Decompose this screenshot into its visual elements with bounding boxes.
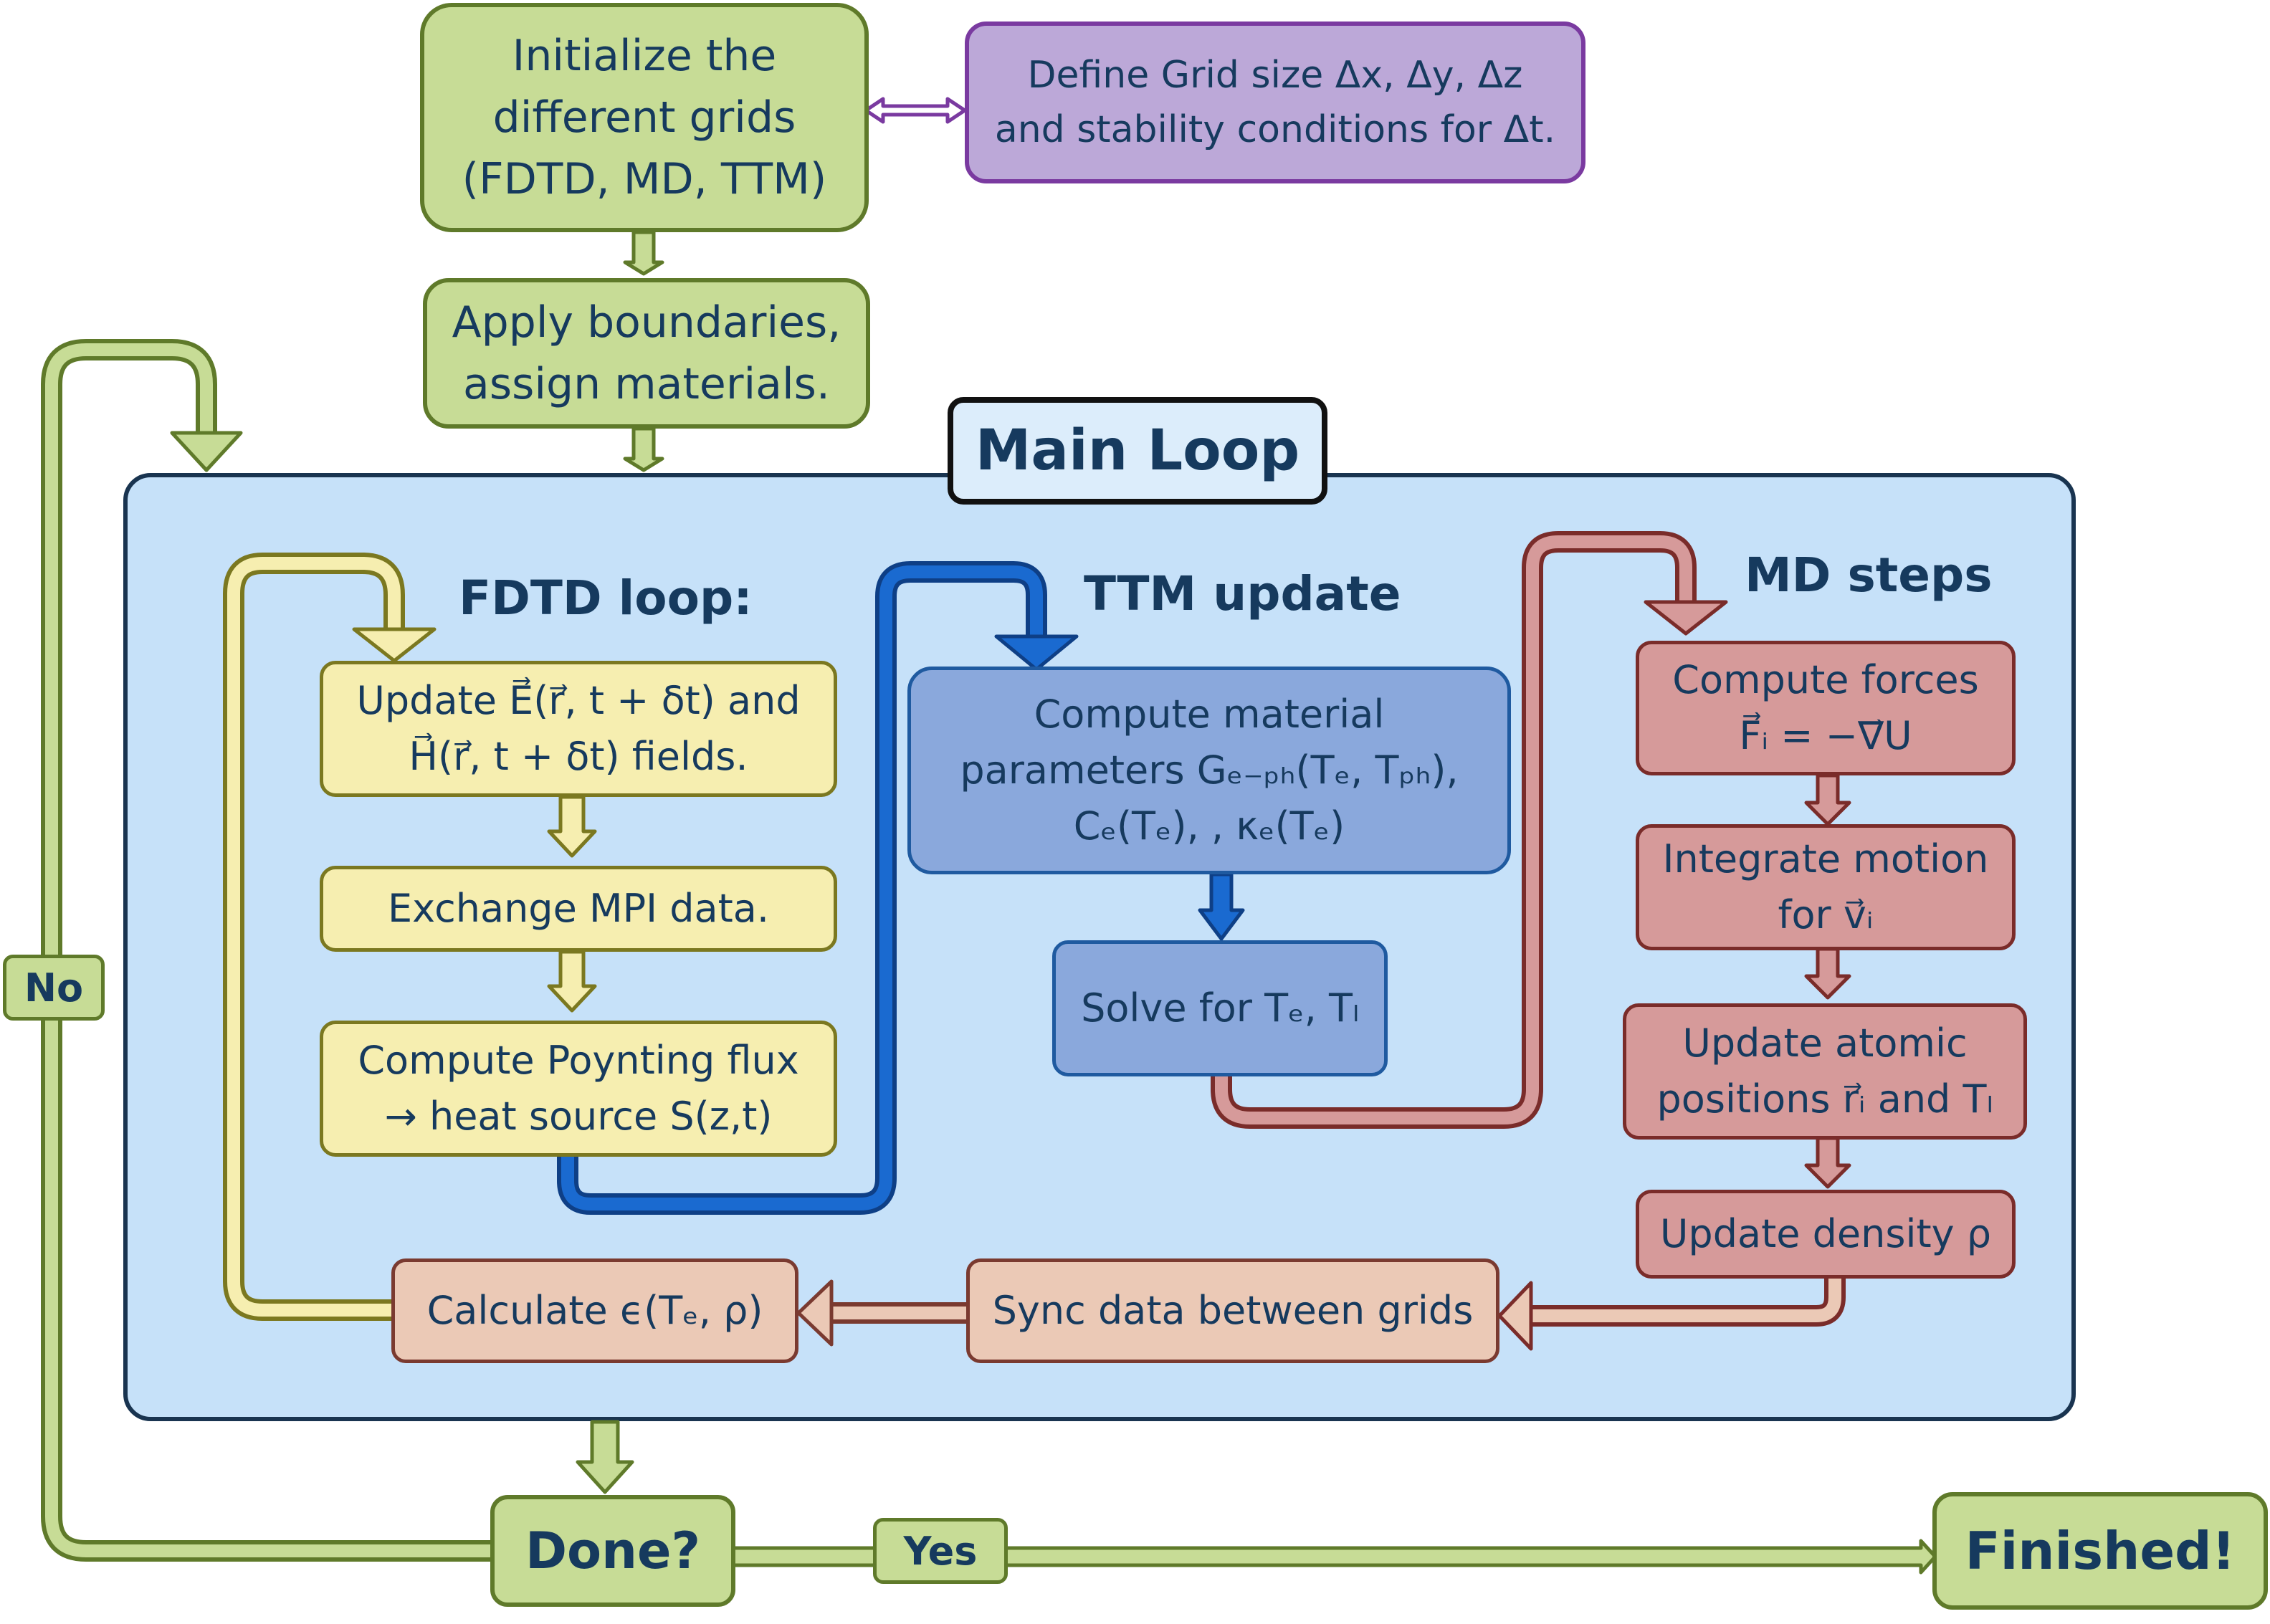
forces-line-2: F⃗ᵢ = −∇⃗U — [1739, 713, 1912, 758]
boundary-line-2: assign materials. — [463, 359, 830, 409]
fdtd-loop-connector — [223, 553, 437, 1321]
solve-line: Solve for Tₑ, Tₗ — [1081, 985, 1359, 1031]
material-line-1: Compute material — [1034, 692, 1385, 737]
arrow-fdtd-1 — [547, 795, 597, 858]
calc-line: Calculate ϵ(Tₑ, ρ) — [426, 1288, 763, 1333]
init-line-3: (FDTD, MD, TTM) — [462, 154, 827, 204]
material-line-3: Cₑ(Tₑ), , κₑ(Tₑ) — [1073, 803, 1345, 849]
ttm-heading: TTM update — [1084, 566, 1401, 621]
boundary-line-1: Apply boundaries, — [452, 297, 841, 348]
positions-line-2: positions r⃗ᵢ and Tₗ — [1656, 1076, 1993, 1122]
arrow-md-3 — [1804, 1136, 1851, 1189]
fdtd-heading: FDTD loop: — [459, 570, 753, 626]
update-density-box: Update density ρ — [1636, 1190, 2016, 1279]
integrate-motion-box: Integrate motion for v⃗ᵢ — [1636, 824, 2016, 950]
no-text: No — [24, 965, 84, 1011]
init-line-1: Initialize the — [512, 31, 777, 81]
exchange-mpi-line: Exchange MPI data. — [387, 886, 770, 931]
ttm-to-md-connector — [1211, 531, 1728, 1129]
density-to-sync-connector — [1497, 1277, 1846, 1351]
fdtd-to-ttm-connector — [557, 561, 1079, 1215]
arrow-boundary-to-loop — [623, 426, 664, 472]
poynting-line-2: → heat source S(z,t) — [384, 1094, 773, 1139]
init-grids-box: Initialize the different grids (FDTD, MD… — [420, 3, 869, 232]
update-fields-box: Update E⃗(r⃗, t + δt) and H⃗(r⃗, t + δt)… — [320, 661, 837, 797]
arrow-md-2 — [1804, 947, 1851, 1000]
arrow-loop-to-done — [576, 1420, 634, 1494]
sync-data-box: Sync data between grids — [966, 1258, 1499, 1363]
calculate-epsilon-box: Calculate ϵ(Tₑ, ρ) — [391, 1258, 798, 1363]
material-params-box: Compute material parameters Gₑ₋ₚₕ(Tₑ, Tₚ… — [907, 667, 1511, 874]
integrate-line-1: Integrate motion — [1662, 836, 1989, 882]
yes-label: Yes — [873, 1518, 1008, 1584]
yes-text: Yes — [903, 1528, 978, 1574]
update-fields-line-1: Update E⃗(r⃗, t + δt) and — [356, 678, 801, 723]
update-positions-box: Update atomic positions r⃗ᵢ and Tₗ — [1623, 1003, 2027, 1140]
compute-forces-box: Compute forces F⃗ᵢ = −∇⃗U — [1636, 641, 2016, 775]
arrow-fdtd-2 — [547, 950, 597, 1013]
main-loop-title: Main Loop — [948, 397, 1327, 505]
integrate-line-2: for v⃗ᵢ — [1778, 892, 1874, 937]
poynting-line-1: Compute Poynting flux — [358, 1038, 799, 1083]
init-line-2: different grids — [492, 92, 796, 143]
density-line: Update density ρ — [1659, 1211, 1992, 1256]
sync-to-calc-connector — [796, 1279, 969, 1347]
positions-line-1: Update atomic — [1682, 1021, 1968, 1066]
no-label: No — [3, 955, 105, 1021]
done-label: Done? — [525, 1522, 701, 1580]
sync-line: Sync data between grids — [992, 1288, 1474, 1333]
solve-box: Solve for Tₑ, Tₗ — [1052, 940, 1388, 1076]
done-box: Done? — [490, 1495, 735, 1607]
md-heading: MD steps — [1745, 548, 1993, 603]
update-fields-line-2: H⃗(r⃗, t + δt) fields. — [409, 734, 748, 779]
finished-box: Finished! — [1932, 1492, 2268, 1610]
exchange-mpi-box: Exchange MPI data. — [320, 866, 837, 952]
arrow-md-1 — [1804, 773, 1851, 826]
no-loop-connector — [41, 339, 724, 1562]
arrow-ttm-1 — [1198, 872, 1245, 941]
boundaries-box: Apply boundaries, assign materials. — [423, 278, 870, 429]
finished-label: Finished! — [1965, 1521, 2236, 1581]
grid-line-2: and stability conditions for Δt. — [994, 108, 1556, 151]
grid-size-box: Define Grid size Δx, Δy, Δz and stabilit… — [965, 22, 1585, 183]
arrow-init-grid — [864, 97, 967, 124]
forces-line-1: Compute forces — [1672, 657, 1979, 702]
poynting-box: Compute Poynting flux → heat source S(z,… — [320, 1021, 837, 1157]
grid-line-1: Define Grid size Δx, Δy, Δz — [1027, 54, 1523, 97]
material-line-2: parameters Gₑ₋ₚₕ(Tₑ, Tₚₕ), — [960, 747, 1459, 793]
arrow-init-to-boundary — [623, 230, 664, 276]
